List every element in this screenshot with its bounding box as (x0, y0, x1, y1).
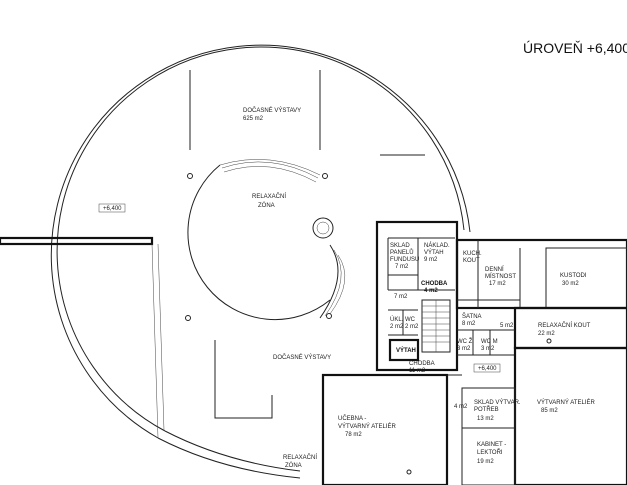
level-box-left (98, 203, 126, 213)
outer-wall-arc-inner (56, 46, 465, 432)
column-round (312, 217, 334, 239)
room-label-docasne-vystavy: DOČASNÉ VÝSTAVY 625 m2 (243, 107, 303, 122)
room-label-kuch-kout: KUCH. KOUT (463, 251, 483, 264)
office-block (321, 238, 627, 485)
stair-right (324, 249, 346, 317)
room-label-wc-m: WC M 3 m2 (481, 339, 499, 352)
room-label-ukl: ÚKL. 2 m2 (390, 316, 405, 330)
room-label-wc: WC 2 m2 (405, 317, 419, 330)
room-label-7m2: 7 m2 (394, 294, 408, 300)
central-arc (187, 164, 331, 321)
room-label-denni-mistnost: DENNÍ MÍSTNOST 17 m2 (485, 266, 518, 287)
left-bridge (0, 236, 154, 246)
room-label-kabinet: KABINET - LEKTOŘI 19 m2 (477, 442, 508, 465)
column (185, 315, 191, 321)
column (322, 173, 328, 179)
room-label-sklad-panelu: SKLAD PANELŮ FUNDUSU 7 m2 (390, 243, 421, 270)
level-box-right (473, 363, 501, 373)
central-arc-top (219, 159, 321, 176)
room-label-vytah: VÝTAH (396, 347, 416, 354)
left-curtain-wall-2 (157, 243, 165, 431)
room-label-docasne-vystavy-2: DOČASNÉ VÝSTAVY (273, 354, 331, 361)
room-label-sklad-vytvar: SKLAD VÝTVAR. POTŘEB 13 m2 (474, 399, 522, 422)
stair-top (221, 161, 319, 183)
room-label-relaxacni-kout: RELAXAČNÍ KOUT 22 m2 (538, 322, 592, 337)
room-label-ucebna: UČEBNA - VÝTVARNÝ ATELIÉR 78 m2 (338, 415, 397, 438)
outer-wall-arc-lower-inner (164, 430, 301, 472)
drawing-title: ÚROVEŇ +6,400 (523, 40, 627, 56)
column (546, 338, 552, 344)
room-label-relaxacni-zona-2: RELAXAČNÍ ZÓNA (283, 454, 319, 469)
level-mark: +6,400 (478, 366, 497, 372)
room-label-4m2: 4 m2 (454, 404, 468, 410)
left-curtain-wall (151, 243, 159, 439)
room-label-satna: ŠATNA 8 m2 (462, 313, 483, 327)
outer-wall-arc (50, 44, 471, 439)
room-label-wc-z: WC Ž 3 m2 (457, 337, 474, 352)
room-label-chodba: CHODBA 4 m2 (421, 281, 449, 294)
outer-wall-arc-lower (157, 437, 301, 479)
column (187, 173, 193, 179)
column (326, 313, 332, 319)
column (406, 469, 412, 475)
room-label-naklad-vytah: NÁKLAD. VÝTAH 9 m2 (424, 242, 451, 263)
room-label-chodba-2: CHODBA 11 m2 (409, 361, 436, 374)
room-label-kustodi: KUSTODI 30 m2 (560, 273, 588, 287)
central-arc-right (319, 244, 339, 319)
column-round-inner (316, 221, 330, 235)
room-label-5m2: 5 m2 (500, 323, 514, 329)
lower-exhibit-wall (214, 340, 273, 419)
level-mark: +6,400 (103, 206, 122, 212)
room-label-relaxacni-zona: RELAXAČNÍ ZÓNA (252, 193, 288, 209)
room-label-vytvarny-atelier: VÝTVARNÝ ATELIÉR 85 m2 (537, 399, 596, 414)
